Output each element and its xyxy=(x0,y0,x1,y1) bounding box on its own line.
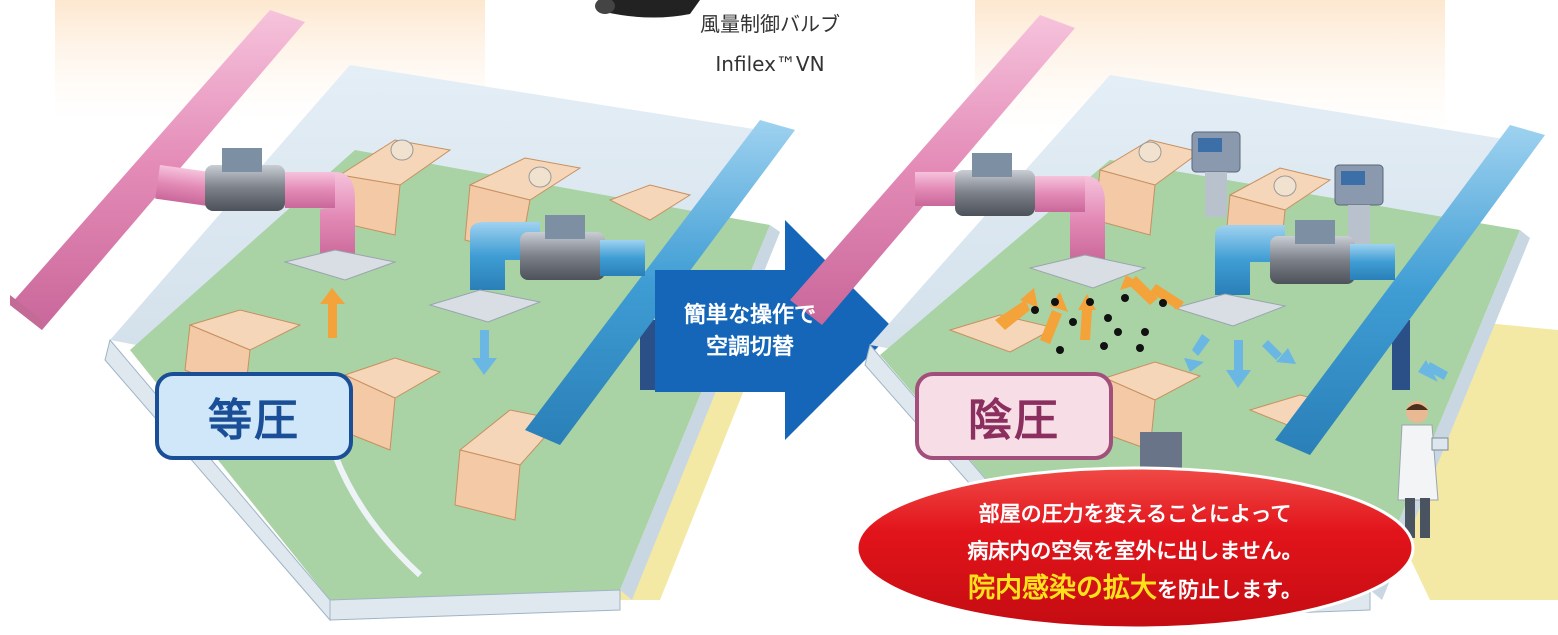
message-line3-rest: を防止します。 xyxy=(1157,578,1302,602)
message-ellipse xyxy=(855,466,1415,630)
supply-duct xyxy=(10,10,305,330)
product-name: 風量制御バルブ xyxy=(700,12,840,36)
switch-arrow-line2: 空調切替 xyxy=(705,335,794,360)
message-line3: 院内感染の拡大を防止します。 xyxy=(880,570,1390,609)
switch-arrow-label: 簡単な操作で 空調切替 xyxy=(650,300,850,364)
airflow-arrow-icon xyxy=(472,330,497,375)
ventilator-icon xyxy=(1334,164,1384,250)
exhaust-duct xyxy=(1275,125,1545,455)
message-highlight: 院内感染の拡大 xyxy=(968,573,1158,604)
message-text: 部屋の圧力を変えることによって 病床内の空気を室外に出しません。 院内感染の拡大… xyxy=(880,496,1390,609)
door-panel xyxy=(1392,320,1410,390)
doctor-icon xyxy=(1397,401,1449,538)
bed-icon xyxy=(608,184,692,221)
valve-icon xyxy=(205,165,285,211)
message-line2: 病床内の空気を室外に出しません。 xyxy=(967,539,1303,563)
switch-arrow-line1: 簡単な操作で xyxy=(683,303,816,328)
virus-icon xyxy=(1031,294,1167,354)
monitor-icon xyxy=(1140,432,1182,468)
product-model: Infilex™VN xyxy=(715,52,825,76)
bed-icon xyxy=(1094,139,1202,236)
door-panel xyxy=(640,320,658,390)
airflow-arrow-icon xyxy=(1184,334,1448,388)
airflow-arrow-icon xyxy=(320,288,345,338)
equal-pressure-badge: 等圧 xyxy=(155,372,353,460)
negative-pressure-badge: 陰圧 xyxy=(915,372,1113,460)
bed-icon xyxy=(339,357,442,451)
supply-duct xyxy=(790,15,1075,325)
ventilator-icon xyxy=(1191,131,1241,217)
valve-icon xyxy=(595,0,700,18)
message-line1: 部屋の圧力を変えることによって xyxy=(978,502,1292,526)
